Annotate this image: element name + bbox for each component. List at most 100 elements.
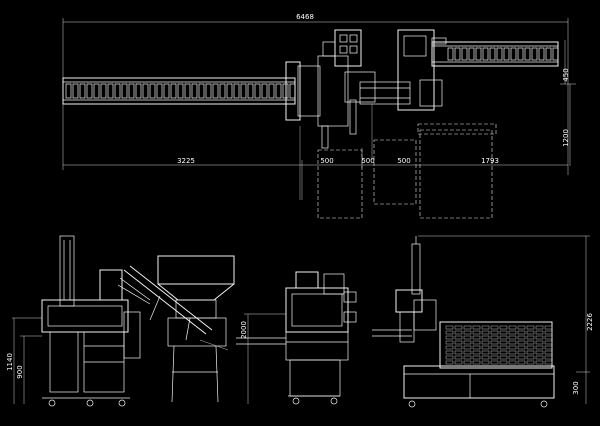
stack-cell	[544, 355, 553, 360]
stack-cell	[490, 330, 499, 335]
stack-cell	[472, 350, 481, 355]
stack-cell	[445, 340, 454, 345]
conveyor-link	[454, 47, 461, 61]
stack-cell	[508, 335, 517, 340]
stack-cell	[544, 360, 553, 365]
conveyor-link	[177, 83, 184, 99]
stack-cell	[535, 350, 544, 355]
conveyor-link	[289, 83, 296, 99]
conveyor-link	[531, 47, 538, 61]
stack-cell	[508, 325, 517, 330]
dim-overall: 6468	[62, 13, 569, 175]
stack-cell	[508, 355, 517, 360]
right-conveyor-pattern	[447, 47, 559, 61]
conveyor-link	[503, 47, 510, 61]
stack-cell	[490, 360, 499, 365]
stack-cell	[526, 335, 535, 340]
stack-cell	[490, 325, 499, 330]
stack-cell	[526, 360, 535, 365]
conveyor-link	[128, 83, 135, 99]
conveyor-link	[212, 83, 219, 99]
conveyor-link	[149, 83, 156, 99]
dim-left-elev-a: 1140	[6, 353, 14, 371]
conveyor-link	[510, 47, 517, 61]
conveyor-link	[163, 83, 170, 99]
stack-cell	[490, 345, 499, 350]
stack-cell	[445, 335, 454, 340]
dim-center-b: 500	[361, 157, 374, 165]
dim-center-c: 500	[397, 157, 410, 165]
dim-left-conveyor: 3225	[177, 157, 195, 165]
elevation-hopper	[123, 255, 235, 403]
stack-cell	[490, 355, 499, 360]
stack-cell	[499, 360, 508, 365]
stack-cell	[445, 345, 454, 350]
stack-cell	[463, 340, 472, 345]
conveyor-link	[93, 83, 100, 99]
stack-cell	[526, 340, 535, 345]
stack-cell	[472, 345, 481, 350]
dim-right-elev-base: 300	[572, 381, 580, 394]
stack-cell	[454, 350, 463, 355]
stack-cell	[508, 340, 517, 345]
conveyor-link	[114, 83, 121, 99]
stack-cell	[499, 325, 508, 330]
conveyor-link	[226, 83, 233, 99]
stack-cell	[517, 340, 526, 345]
stack-cell	[445, 355, 454, 360]
stack-cell	[445, 325, 454, 330]
left-conveyor	[62, 77, 296, 105]
stack-cell	[499, 340, 508, 345]
conveyor-link	[482, 47, 489, 61]
stack-cell	[508, 330, 517, 335]
stack-cell	[535, 340, 544, 345]
elevation-middle: 2000	[236, 271, 357, 405]
stack-cell	[517, 345, 526, 350]
stack-cell	[526, 345, 535, 350]
conveyor-link	[72, 83, 79, 99]
stack-cell	[481, 360, 490, 365]
stack-cell	[517, 355, 526, 360]
stack-cell	[544, 325, 553, 330]
stack-cell	[454, 355, 463, 360]
stack-cell	[472, 335, 481, 340]
conveyor-link	[233, 83, 240, 99]
stack-cell	[526, 325, 535, 330]
stack-cell	[544, 345, 553, 350]
stack-cell	[472, 360, 481, 365]
conveyor-link	[517, 47, 524, 61]
stack-cell	[481, 330, 490, 335]
conveyor-link	[156, 83, 163, 99]
stack-cell	[544, 330, 553, 335]
stack-cell	[517, 360, 526, 365]
dim-right-height-b: 1200	[562, 129, 570, 147]
elevation-right: 2226 300	[372, 235, 594, 408]
stack-cell	[499, 330, 508, 335]
plan-dimensions: 3225 500 500 500 1793 450 1200	[62, 40, 576, 170]
stack-cell	[454, 325, 463, 330]
stack-cell	[526, 355, 535, 360]
conveyor-link	[135, 83, 142, 99]
conveyor-link	[240, 83, 247, 99]
right-unit	[397, 29, 559, 111]
stack-cell	[508, 360, 517, 365]
stack-cell	[535, 360, 544, 365]
conveyor-link	[489, 47, 496, 61]
stack-cell	[481, 335, 490, 340]
stack-cell	[481, 350, 490, 355]
stack-cell	[508, 350, 517, 355]
conveyor-link	[468, 47, 475, 61]
conveyor-link	[496, 47, 503, 61]
conveyor-link	[475, 47, 482, 61]
stack-cell	[544, 340, 553, 345]
conveyor-link	[107, 83, 114, 99]
conveyor-link	[86, 83, 93, 99]
stack-cell	[517, 325, 526, 330]
conveyor-link	[275, 83, 282, 99]
dim-middle-elev: 2000	[240, 321, 248, 339]
conveyor-link	[461, 47, 468, 61]
stack-cell	[463, 350, 472, 355]
stack-cell	[454, 340, 463, 345]
stack-cell	[535, 330, 544, 335]
stack-cell	[472, 330, 481, 335]
